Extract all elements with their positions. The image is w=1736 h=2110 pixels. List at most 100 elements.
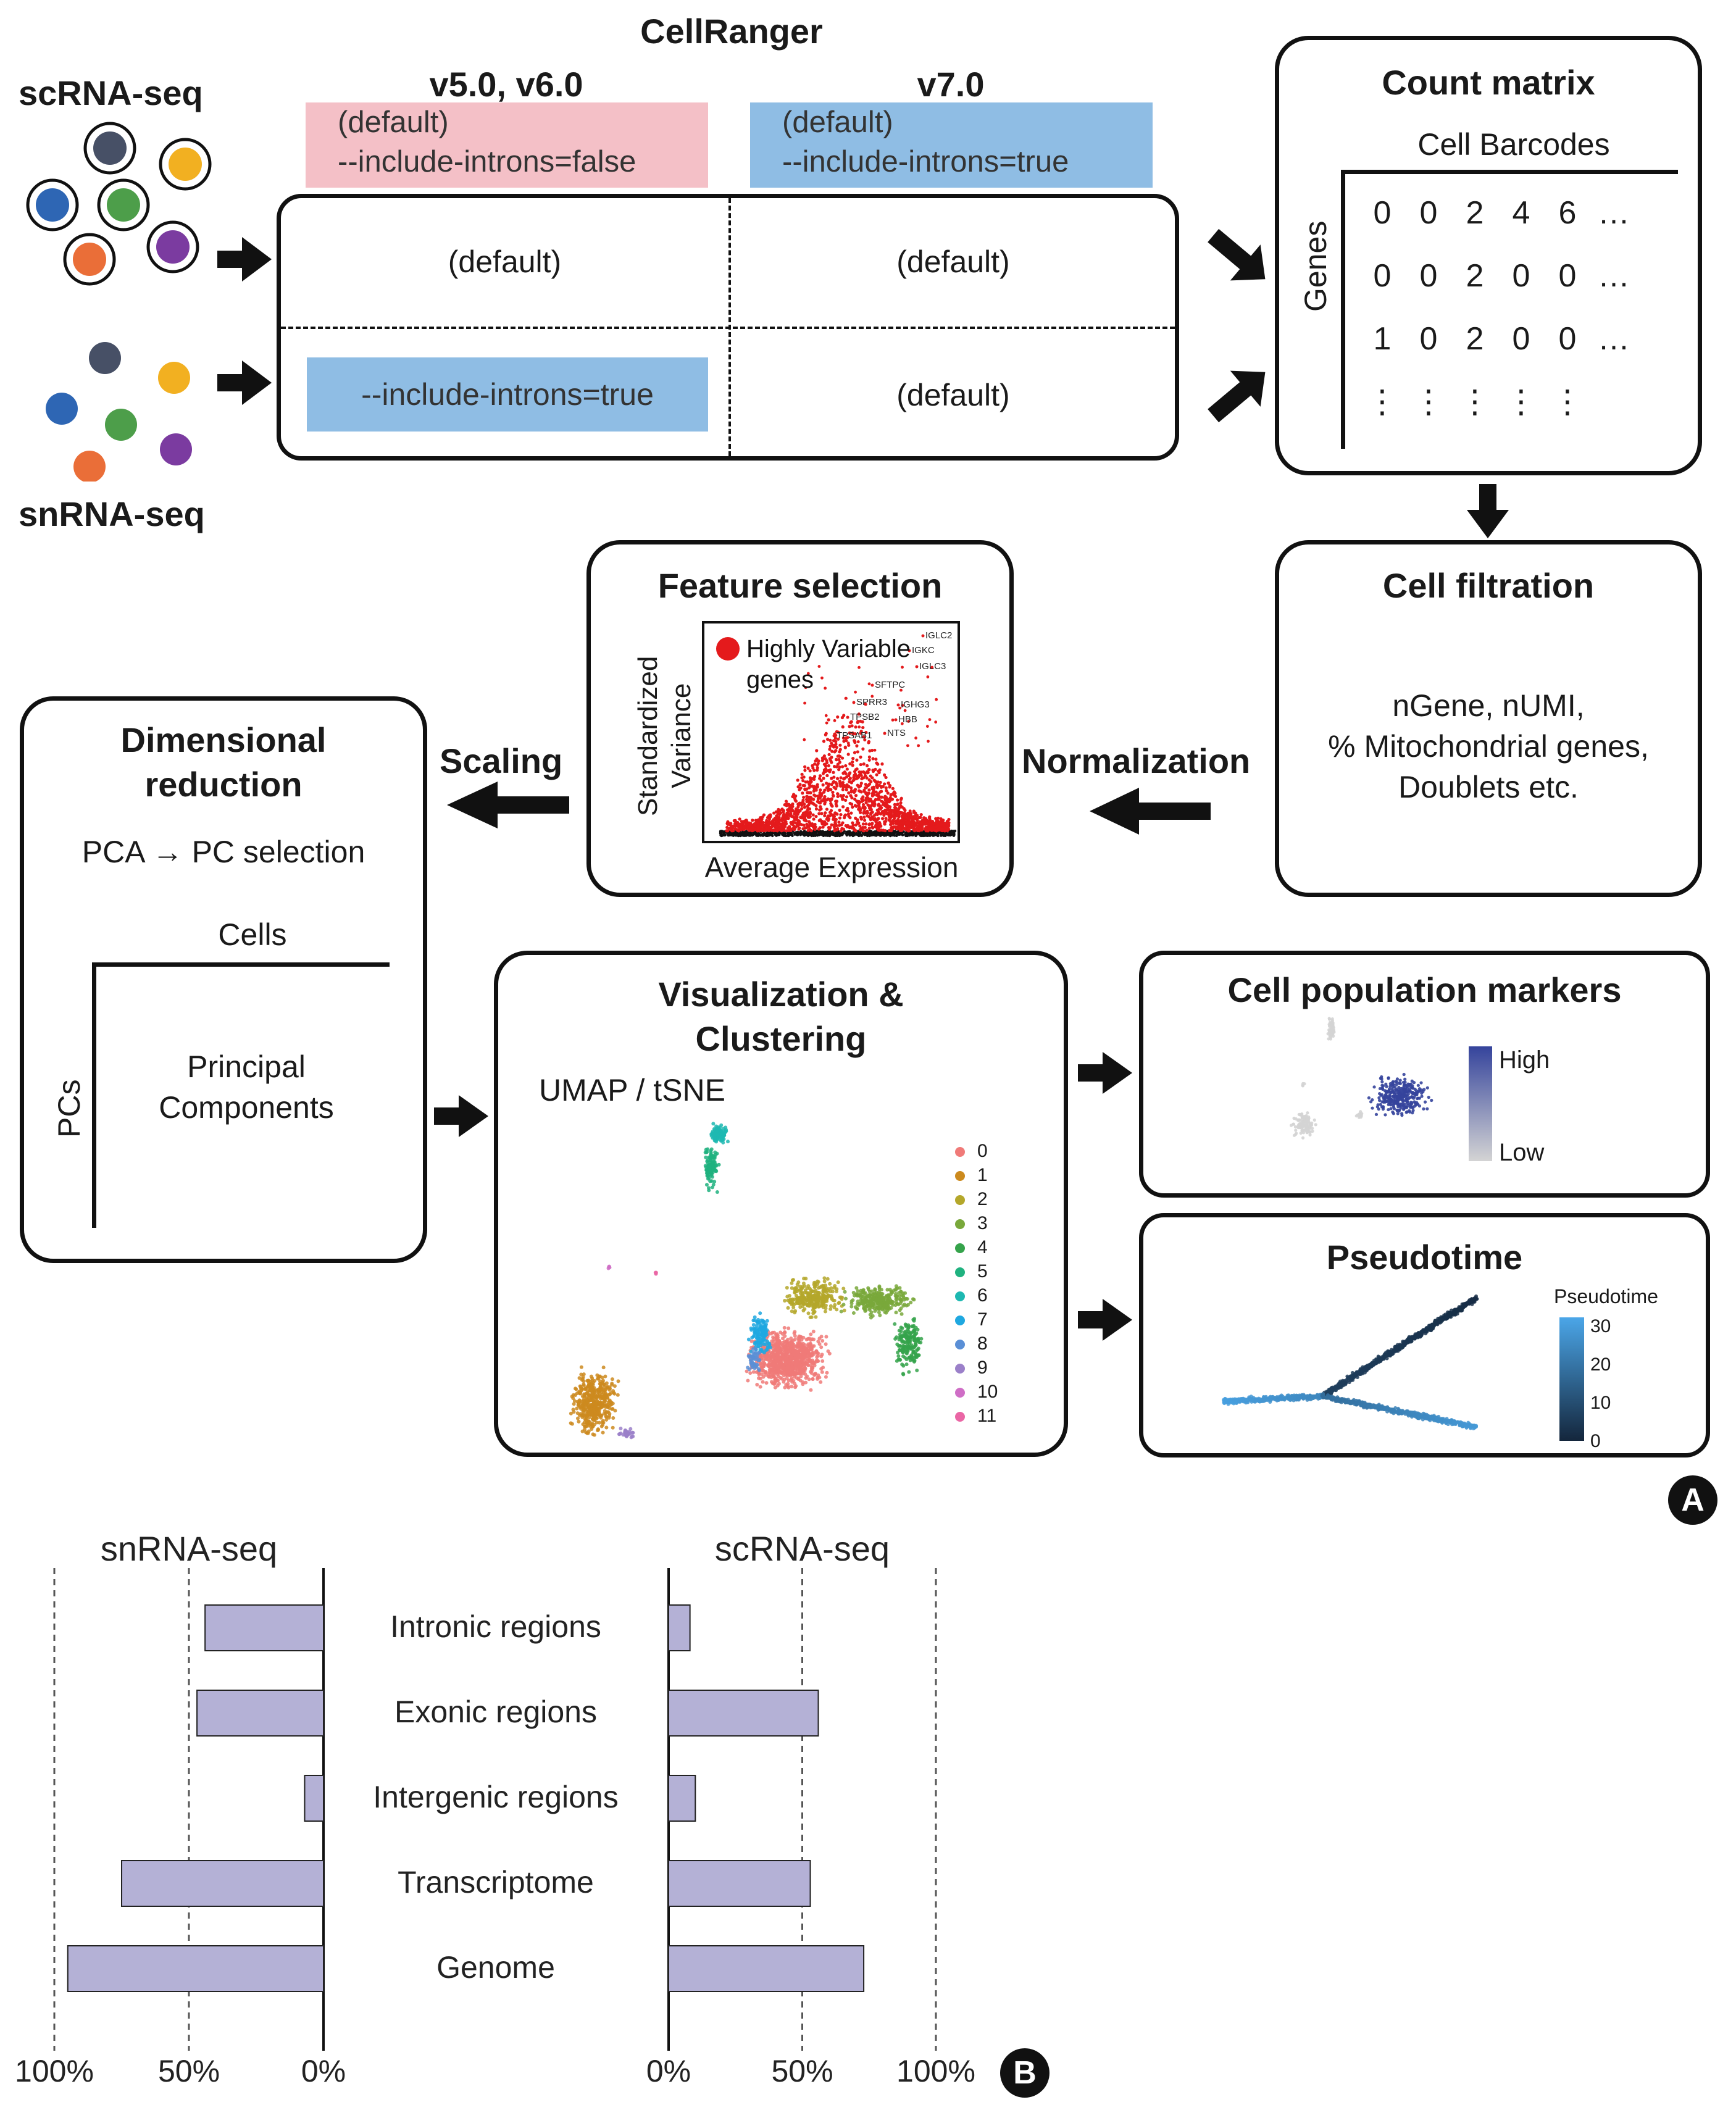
- umap-point: [843, 1290, 847, 1294]
- umap-point: [809, 1388, 813, 1392]
- variable-gene-point: [795, 807, 798, 811]
- umap-point: [769, 1372, 773, 1377]
- umap-point: [796, 1296, 801, 1300]
- variable-gene-point: [865, 828, 869, 832]
- variable-gene-point: [824, 770, 828, 774]
- variable-gene-point: [854, 725, 858, 729]
- gene-point: [858, 832, 861, 835]
- variable-gene-point: [832, 815, 836, 819]
- umap-point: [769, 1369, 774, 1374]
- umap-point: [899, 1329, 903, 1333]
- umap-point: [779, 1347, 783, 1351]
- variable-gene-point: [896, 827, 899, 831]
- variable-gene-point: [833, 719, 837, 722]
- variable-gene-point: [858, 774, 861, 777]
- header-left-line2: --include-introns=false: [338, 145, 636, 178]
- gene-point: [870, 683, 874, 687]
- variable-gene-point: [887, 804, 891, 808]
- visualization-clustering-box: Visualization & Clustering UMAP / tSNE 0…: [494, 951, 1068, 1457]
- variable-gene-point: [773, 816, 777, 820]
- variable-gene-point: [832, 765, 837, 769]
- umap-point: [757, 1376, 761, 1380]
- umap-point: [774, 1356, 778, 1361]
- variable-gene-point: [853, 739, 856, 743]
- variable-gene-point: [851, 760, 854, 764]
- variable-gene-point: [836, 762, 840, 766]
- variable-gene-point: [803, 701, 806, 705]
- umap-point: [582, 1411, 586, 1416]
- umap-tsne-label: UMAP / tSNE: [539, 1073, 725, 1107]
- umap-point: [835, 1287, 839, 1291]
- variable-gene-point: [865, 764, 869, 767]
- variable-gene-point: [777, 812, 781, 817]
- gene-point: [730, 833, 734, 837]
- umap-point: [582, 1399, 586, 1403]
- umap-point: [606, 1400, 611, 1404]
- variable-gene-point: [812, 826, 816, 830]
- variable-gene-point: [835, 757, 838, 761]
- umap-point: [904, 1348, 909, 1352]
- variable-gene-point: [903, 827, 907, 831]
- umap-point: [812, 1373, 816, 1377]
- gene-point: [721, 830, 724, 833]
- variable-gene-point: [790, 815, 795, 819]
- umap-point: [590, 1411, 594, 1415]
- variable-gene-point: [807, 786, 811, 790]
- umap-point: [891, 1303, 895, 1307]
- scaling-label: Scaling: [440, 741, 563, 780]
- umap-point: [896, 1303, 901, 1307]
- variable-gene-point: [855, 758, 859, 762]
- variable-gene-point: [800, 772, 804, 776]
- gene-point: [787, 834, 790, 838]
- variable-gene-point: [757, 827, 761, 831]
- variable-gene-point: [861, 828, 865, 833]
- umap-point: [778, 1359, 783, 1364]
- umap-point: [828, 1304, 833, 1308]
- umap-point: [811, 1298, 816, 1302]
- variable-gene-point: [934, 720, 938, 724]
- umap-point: [803, 1297, 807, 1301]
- umap-point: [577, 1398, 582, 1403]
- variable-gene-point: [805, 799, 809, 804]
- variable-gene-point: [838, 743, 842, 747]
- variable-gene-point: [821, 825, 825, 829]
- umap-point: [909, 1354, 914, 1359]
- gene-point: [824, 834, 828, 837]
- umap-point: [791, 1351, 796, 1355]
- grid-horizontal-divider: [281, 327, 1175, 329]
- variable-gene-point: [837, 737, 840, 741]
- variable-gene-point: [857, 712, 861, 716]
- variable-gene-point: [867, 823, 871, 827]
- umap-point: [914, 1354, 918, 1358]
- umap-point: [853, 1293, 857, 1298]
- arrow-right-icon: [217, 237, 272, 281]
- umap-point: [572, 1402, 576, 1406]
- variable-gene-point: [867, 758, 871, 762]
- umap-point: [906, 1329, 911, 1333]
- variable-gene-point: [848, 777, 851, 781]
- umap-point: [616, 1393, 620, 1397]
- variable-gene-point: [808, 776, 812, 780]
- umap-point: [571, 1396, 575, 1400]
- variable-gene-point: [862, 735, 866, 739]
- variable-gene-point: [862, 776, 866, 780]
- variable-gene-point: [750, 827, 754, 830]
- umap-point: [591, 1432, 595, 1437]
- variable-gene-point: [872, 790, 876, 794]
- gene-point: [870, 830, 873, 833]
- variable-gene-point: [781, 814, 785, 818]
- genes-label: Genes: [1298, 220, 1333, 312]
- umap-point: [820, 1359, 825, 1363]
- umap-point: [585, 1401, 589, 1405]
- y-label-standardized: Standardized: [633, 656, 663, 816]
- umap-point: [586, 1422, 591, 1426]
- umap-point: [808, 1293, 812, 1297]
- variable-gene-point: [844, 772, 848, 776]
- variable-gene-point: [748, 824, 752, 827]
- cell-nucleus-icon: [73, 243, 106, 276]
- feature-selection-title: Feature selection: [657, 566, 943, 605]
- umap-point: [767, 1354, 772, 1358]
- variable-gene-point: [782, 809, 785, 812]
- grid-top-right: (default): [896, 244, 1010, 279]
